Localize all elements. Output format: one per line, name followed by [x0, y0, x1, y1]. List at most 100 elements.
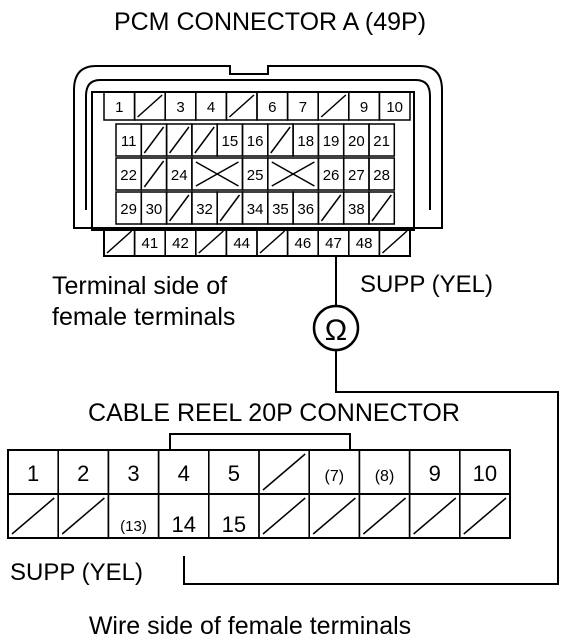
cable-reel-terminal-cell — [408, 493, 461, 539]
pcm-terminal-label: 42 — [172, 235, 189, 252]
pcm-terminal-label: 3 — [176, 99, 184, 116]
cable-reel-terminal-cell — [358, 493, 411, 539]
pcm-terminal-cell: 25 — [241, 157, 269, 191]
empty-terminal-slash — [106, 230, 133, 254]
pcm-terminal-label: 20 — [348, 133, 365, 150]
pcm-terminal-label: 24 — [171, 167, 188, 184]
pcm-terminal-cell — [191, 123, 218, 157]
pcm-terminal-cell: 21 — [368, 123, 396, 157]
empty-terminal-slash — [143, 160, 165, 188]
cable-reel-terminal-label: 15 — [222, 512, 246, 537]
pcm-terminal-label: 35 — [272, 201, 289, 218]
pcm-terminal-label: 47 — [325, 235, 342, 252]
pcm-terminal-cell: 36 — [292, 191, 320, 225]
empty-terminal-slash — [320, 194, 342, 222]
cable-reel-terminal-cell — [308, 493, 361, 539]
pcm-terminal-label: 9 — [360, 99, 368, 116]
pcm-terminal-cell: 7 — [286, 91, 319, 121]
pcm-terminal-cell: 42 — [164, 227, 197, 257]
pcm-connector-title: PCM CONNECTOR A (49P) — [114, 8, 426, 36]
pcm-terminal-cell: 46 — [286, 227, 319, 257]
pcm-terminal-cell — [133, 91, 166, 121]
pcm-terminal-cell: 41 — [133, 227, 166, 257]
pcm-terminal-cell — [195, 227, 228, 257]
empty-terminal-slash — [381, 230, 408, 254]
cable-reel-terminal-label: 14 — [171, 512, 195, 537]
cable-reel-terminal-cell — [459, 493, 511, 539]
cable-reel-terminal-cell — [57, 493, 110, 539]
pcm-terminal-cell: 19 — [317, 123, 345, 157]
ohm-symbol: Ω — [325, 314, 347, 347]
empty-terminal-slash — [371, 194, 392, 222]
pcm-terminal-label: 11 — [121, 133, 137, 150]
pcm-terminal-label: 34 — [247, 201, 264, 218]
pcm-terminal-label: 26 — [323, 167, 340, 184]
pcm-terminal-label: 10 — [386, 99, 403, 116]
cable-reel-terminal-cell — [7, 493, 59, 539]
cable-reel-terminal-label: 1 — [27, 461, 39, 486]
cable-reel-terminal-label: (8) — [375, 468, 395, 485]
cable-reel-terminal-cell: (8) — [358, 449, 411, 495]
pcm-terminal-cell — [103, 227, 136, 257]
pcm-terminal-cell: 20 — [342, 123, 370, 157]
cable-reel-terminal-cell — [258, 449, 310, 495]
pcm-terminal-cell: 32 — [191, 191, 218, 225]
pcm-terminal-cell — [165, 123, 193, 157]
wire-side-label: Wire side of female terminals — [89, 612, 411, 640]
pcm-terminal-cell: 4 — [195, 91, 228, 121]
terminal-side-label-line1: Terminal side of — [52, 272, 227, 300]
pcm-terminal-cell — [140, 123, 168, 157]
pcm-blocked-cell — [267, 157, 320, 191]
pcm-terminal-label: 32 — [196, 201, 213, 218]
empty-terminal-slash — [219, 194, 241, 222]
pcm-terminal-cell: 3 — [164, 91, 197, 121]
pcm-terminal-cell: 16 — [241, 123, 269, 157]
pcm-terminal-label: 38 — [348, 201, 365, 218]
empty-terminal-slash — [143, 126, 165, 154]
pcm-terminal-cell — [317, 91, 350, 121]
empty-terminal-slash — [228, 94, 255, 118]
empty-terminal-slash — [168, 126, 190, 154]
pcm-terminal-label: 19 — [323, 133, 340, 150]
pcm-terminal-cell — [225, 91, 258, 121]
cable-reel-terminal-label: 10 — [473, 461, 497, 486]
supp-bottom-label: SUPP (YEL) — [10, 559, 143, 586]
supp-top-label: SUPP (YEL) — [360, 271, 493, 298]
pcm-terminal-cell: 28 — [368, 157, 396, 191]
pcm-terminal-cell — [140, 157, 168, 191]
pcm-terminal-cell: 29 — [115, 191, 143, 225]
pcm-terminal-cell: 38 — [342, 191, 370, 225]
test-wire — [183, 256, 559, 585]
pcm-terminal-cell — [165, 191, 193, 225]
pcm-terminal-label: 6 — [268, 99, 276, 116]
cable-reel-terminal-cell: 5 — [208, 449, 260, 495]
pcm-terminal-cell: 34 — [241, 191, 269, 225]
cable-reel-terminal-cell: 9 — [408, 449, 461, 495]
cable-reel-terminal-cell: 4 — [157, 449, 210, 495]
pcm-terminal-label: 28 — [373, 167, 390, 184]
pcm-terminal-label: 16 — [247, 133, 264, 150]
pcm-terminal-cell — [368, 191, 396, 225]
cable-reel-terminal-label: 2 — [77, 461, 89, 486]
cable-reel-terminal-label: 5 — [228, 461, 240, 486]
cable-reel-terminal-cell: 10 — [459, 449, 511, 495]
pcm-terminal-cell: 35 — [267, 191, 294, 225]
pcm-terminal-cell: 11 — [115, 123, 143, 157]
pcm-terminal-label: 29 — [120, 201, 137, 218]
pcm-terminal-label: 15 — [222, 133, 239, 150]
pcm-terminal-cell — [256, 227, 289, 257]
pcm-terminal-cell — [378, 227, 411, 257]
pcm-terminal-label: 4 — [207, 99, 215, 116]
pcm-terminal-label: 48 — [356, 235, 373, 252]
pcm-terminal-label: 1 — [115, 99, 123, 116]
pcm-terminal-label: 36 — [297, 201, 314, 218]
cable-reel-terminal-label: (13) — [120, 518, 147, 535]
cable-reel-terminal-cell: (13) — [107, 493, 160, 539]
cable-reel-terminal-cell: 15 — [208, 493, 260, 539]
pcm-terminal-cell: 9 — [348, 91, 381, 121]
cable-reel-terminal-label: 3 — [127, 461, 139, 486]
pcm-terminal-cell: 1 — [103, 91, 136, 121]
